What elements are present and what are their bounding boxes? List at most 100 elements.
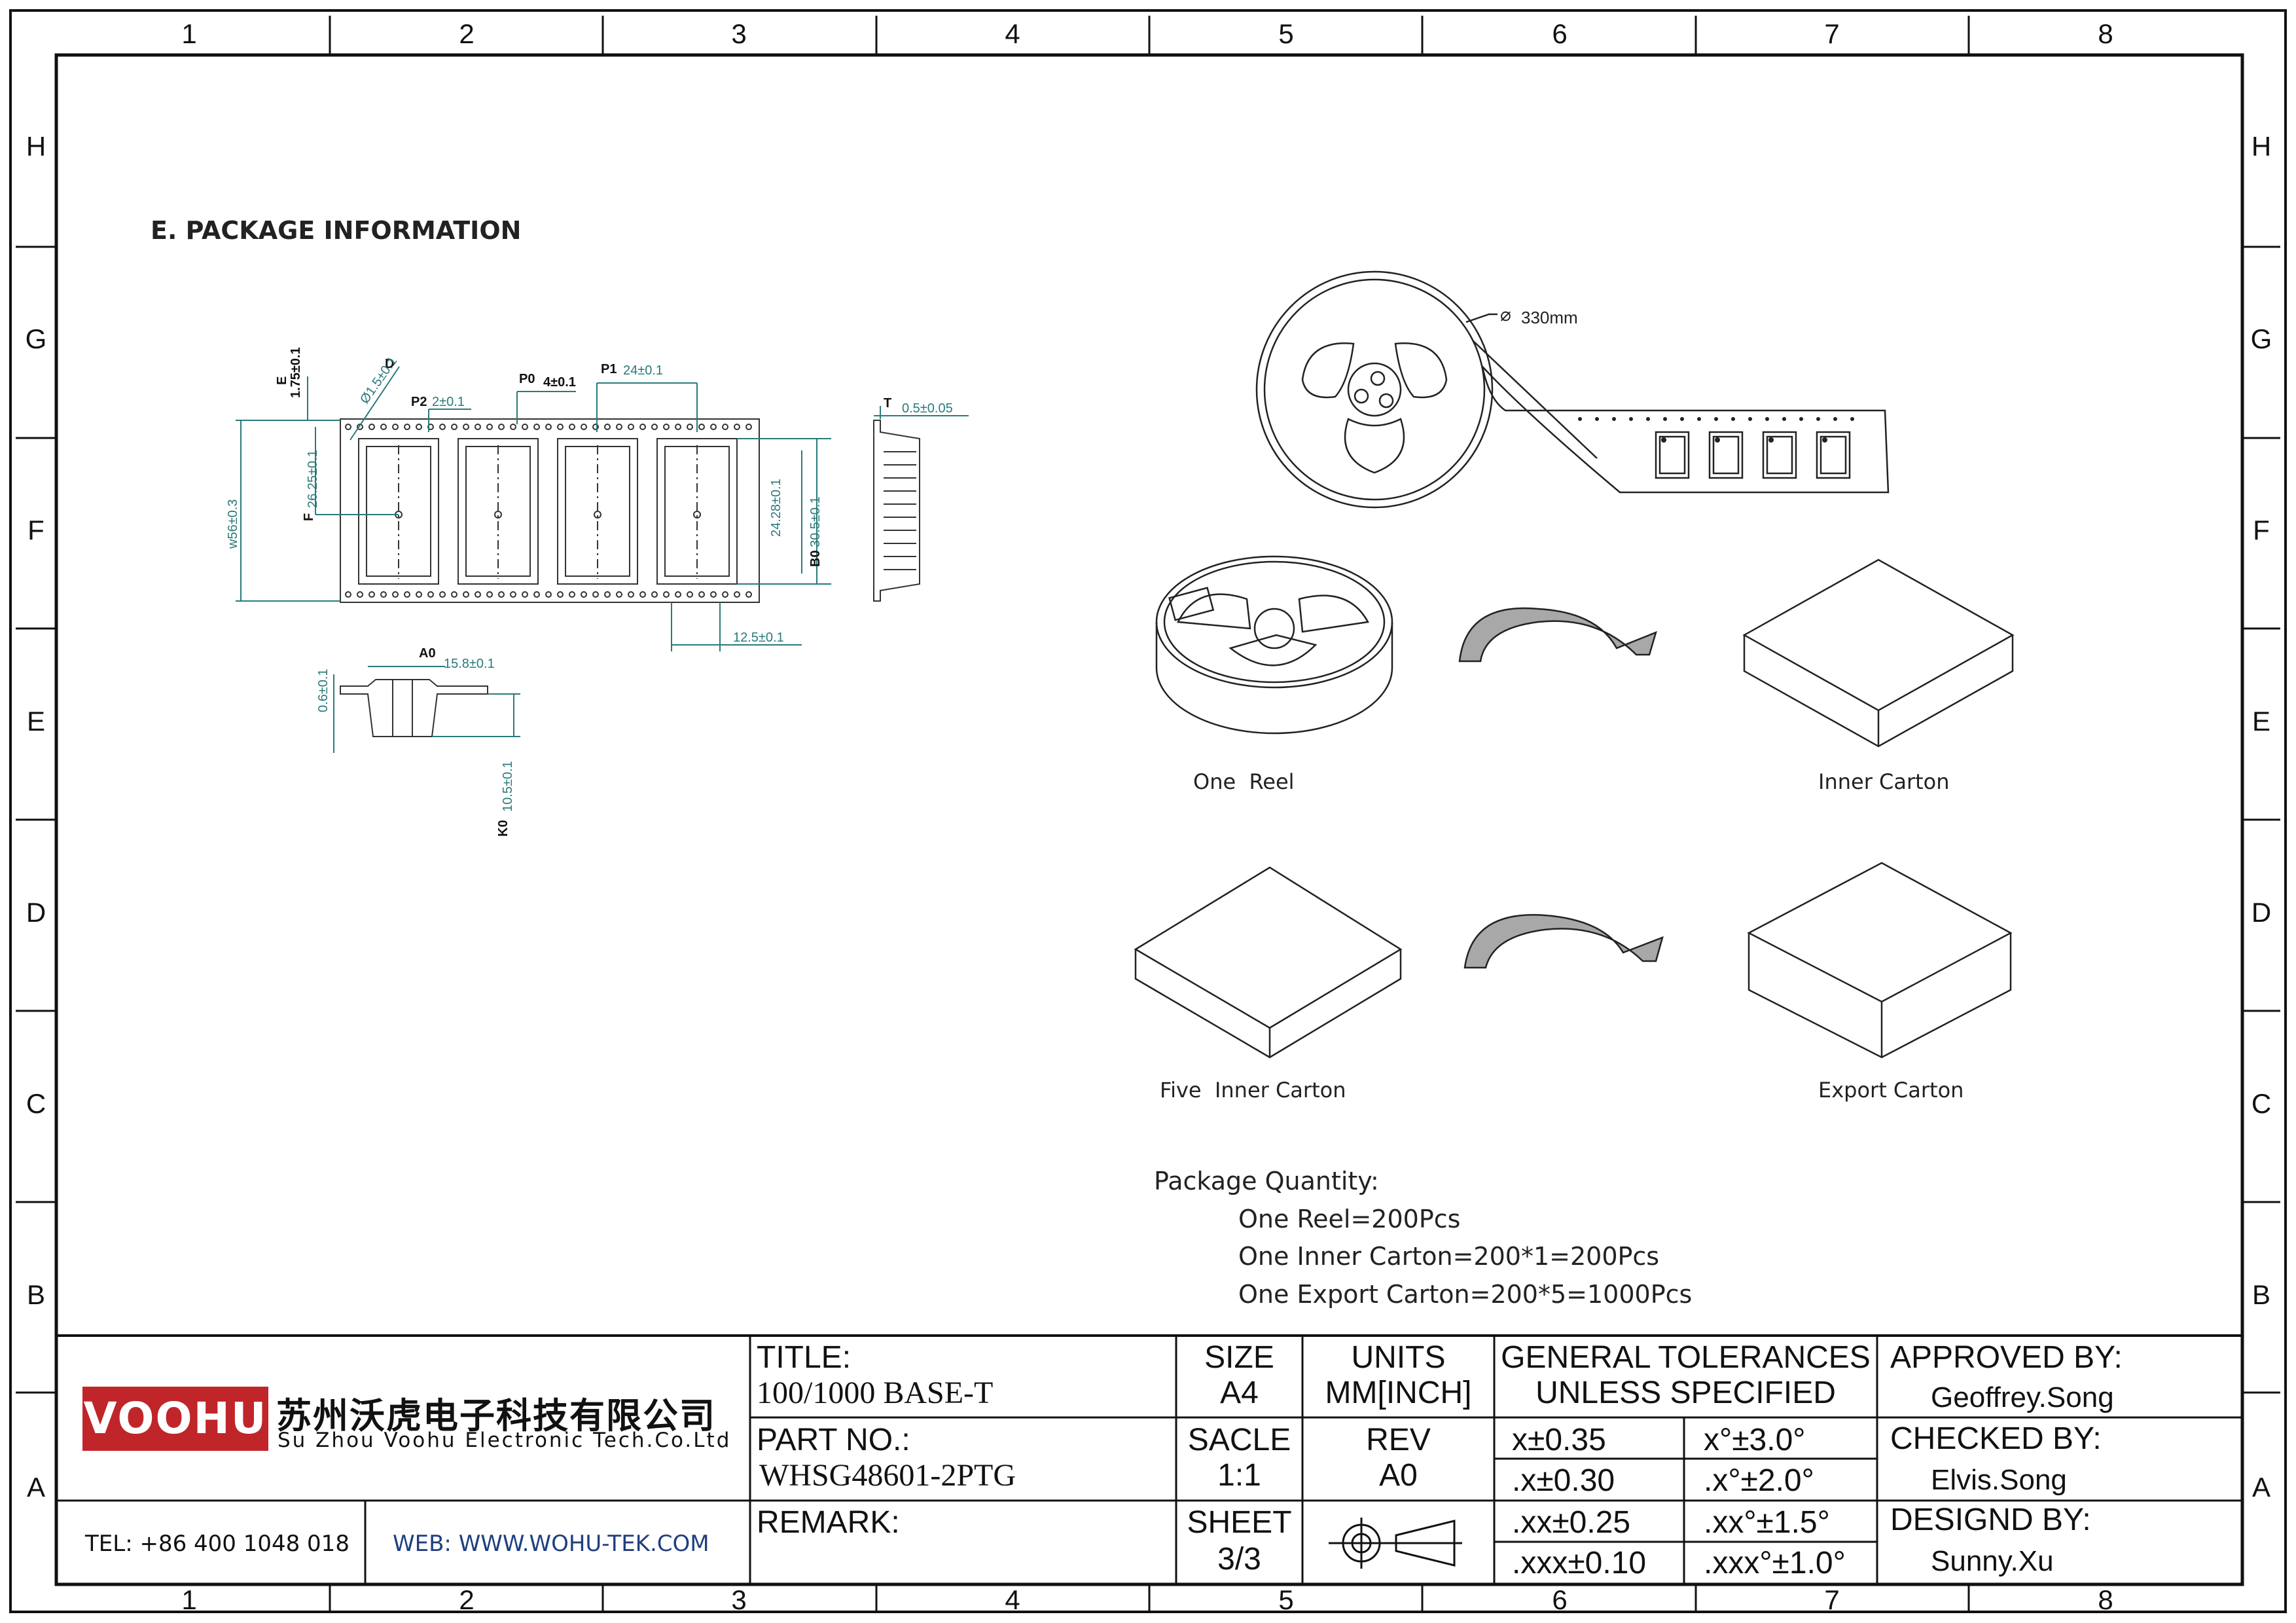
sheet-value: 3/3 (1217, 1542, 1261, 1577)
zone-col-2-top: 2 (459, 18, 475, 49)
package-quantity-line-3: One Export Carton=200*5=1000Pcs (1238, 1280, 1693, 1309)
units-value: MM[INCH] (1325, 1376, 1472, 1410)
zone-col-7-top: 7 (1824, 18, 1840, 49)
zone-col-5-top: 5 (1278, 18, 1294, 49)
approved-by-label: APPROVED BY: (1890, 1340, 2123, 1375)
remark-label: REMARK: (757, 1505, 900, 1540)
part-no-value: WHSG48601-2PTG (759, 1458, 1016, 1493)
dim-k0-label: K0 (496, 820, 511, 837)
tolerances-heading-1: GENERAL TOLERANCES (1501, 1340, 1871, 1375)
caption-five-inner-carton: Five Inner Carton (1160, 1078, 1346, 1103)
zone-col-3-top: 3 (731, 18, 747, 49)
caption-one-reel: One Reel (1193, 769, 1295, 794)
size-value: A4 (1220, 1376, 1259, 1410)
zone-row-a-right: A (2251, 1472, 2270, 1503)
export-carton-box (1747, 862, 2013, 1059)
package-quantity-line-1: One Reel=200Pcs (1238, 1205, 1461, 1233)
zone-row-f-right: F (2253, 515, 2270, 545)
flow-arrow-1 (1458, 607, 1657, 663)
part-no-label: PART NO.: (757, 1423, 910, 1457)
zone-col-5-bottom: 5 (1278, 1584, 1294, 1615)
zone-row-h-left: H (26, 131, 46, 162)
zone-row-e-left: E (26, 706, 45, 737)
zone-col-8-top: 8 (2098, 18, 2113, 49)
company-name-en: Su Zhou Voohu Electronic Tech.Co.Ltd (278, 1429, 732, 1452)
zone-row-d-right: D (2251, 897, 2272, 928)
reel-illustration: ⌀ 330mm (1255, 270, 1890, 509)
zone-row-g-right: G (2250, 323, 2272, 354)
reel-isometric (1155, 555, 1393, 735)
zone-row-b-right: B (2251, 1279, 2270, 1310)
sprocket-holes (345, 424, 752, 598)
tape-pockets (358, 438, 738, 585)
zone-row-c-right: C (2251, 1088, 2272, 1119)
tolerance-angular-2: .xx°±1.5° (1704, 1505, 1830, 1540)
zone-col-6-bottom: 6 (1552, 1584, 1568, 1615)
dim-p2-value: 2±0.1 (432, 395, 465, 409)
zone-row-g-left: G (25, 323, 47, 354)
dim-pitch-value: 12.5±0.1 (733, 630, 784, 645)
dim-p1-value: 24±0.1 (623, 363, 663, 378)
scale-value: 1:1 (1217, 1458, 1261, 1493)
zone-row-f-left: F (27, 515, 45, 545)
approved-by-value: Geoffrey.Song (1931, 1381, 2114, 1413)
inner-carton-box (1742, 558, 2015, 748)
dim-b0-value: 30.5±0.1 (808, 496, 823, 547)
dim-d-label: D (385, 357, 394, 371)
dim-f-label: F (302, 513, 316, 521)
section-title: E. PACKAGE INFORMATION (151, 216, 522, 245)
dim-p0-value: 4±0.1 (543, 375, 576, 390)
package-quantity-line-2: One Inner Carton=200*1=200Pcs (1238, 1242, 1660, 1271)
size-label: SIZE (1204, 1340, 1274, 1375)
title-label: TITLE: (757, 1340, 852, 1375)
zone-col-3-bottom: 3 (731, 1584, 747, 1615)
flow-arrow-2 (1463, 914, 1664, 969)
zone-col-7-bottom: 7 (1824, 1584, 1840, 1615)
tolerance-linear-3: .xxx±0.10 (1512, 1546, 1647, 1580)
zone-col-1-top: 1 (181, 18, 197, 49)
zone-row-d-left: D (26, 897, 46, 928)
dim-e-value: 1.75±0.1 (289, 347, 303, 398)
dim-a0-label: A0 (419, 646, 436, 661)
tolerance-linear-0: x±0.35 (1512, 1423, 1606, 1457)
package-quantity-heading: Package Quantity: (1154, 1167, 1379, 1195)
carrier-tape-drawing: E 1.75±0.1 D Ø1.5±0.1 P2 2±0.1 P0 4±0.1 … (226, 347, 969, 837)
dim-b0-label: B0 (808, 550, 823, 567)
rev-label: REV (1366, 1423, 1431, 1457)
dim-p1-label: P1 (601, 362, 617, 376)
dim-f-value: 26.25±0.1 (306, 450, 320, 508)
dim-a0-value: 15.8±0.1 (444, 657, 495, 671)
zone-row-h-right: H (2251, 131, 2272, 162)
dim-k0-value: 10.5±0.1 (501, 761, 515, 812)
zone-col-6-top: 6 (1552, 18, 1568, 49)
tolerance-linear-1: .x±0.30 (1512, 1463, 1615, 1498)
dim-t-value: 0.5±0.05 (902, 401, 953, 416)
zone-col-8-bottom: 8 (2098, 1584, 2113, 1615)
five-inner-carton-box (1134, 866, 1403, 1059)
company-logo: VOOHU (83, 1393, 268, 1444)
zone-row-b-left: B (26, 1279, 45, 1310)
tolerance-angular-1: .x°±2.0° (1704, 1463, 1814, 1498)
dim-p2-label: P2 (411, 395, 427, 409)
designed-by-value: Sunny.Xu (1931, 1545, 2054, 1577)
units-label: UNITS (1351, 1340, 1446, 1375)
tolerance-linear-2: .xx±0.25 (1512, 1505, 1631, 1540)
zone-col-1-bottom: 1 (181, 1584, 197, 1615)
company-tel: TEL: +86 400 1048 018 (85, 1531, 350, 1557)
tolerance-angular-3: .xxx°±1.0° (1704, 1546, 1846, 1580)
sheet-label: SHEET (1187, 1505, 1292, 1540)
tape-side-profile (873, 406, 969, 602)
reel-diameter-label: 330mm (1521, 308, 1578, 327)
company-web: WEB: WWW.WOHU-TEK.COM (393, 1531, 709, 1557)
dim-t-label: T (884, 396, 891, 410)
checked-by-label: CHECKED BY: (1890, 1421, 2102, 1456)
tolerance-angular-0: x°±3.0° (1704, 1423, 1806, 1457)
dim-e-label: E (275, 376, 289, 385)
designed-by-label: DESIGND BY: (1890, 1503, 2091, 1537)
checked-by-value: Elvis.Song (1931, 1464, 2067, 1496)
zone-row-e-right: E (2251, 706, 2270, 737)
caption-export-carton: Export Carton (1818, 1078, 1964, 1103)
dim-t2-value: 0.6±0.1 (316, 668, 331, 712)
zone-row-c-left: C (26, 1088, 46, 1119)
